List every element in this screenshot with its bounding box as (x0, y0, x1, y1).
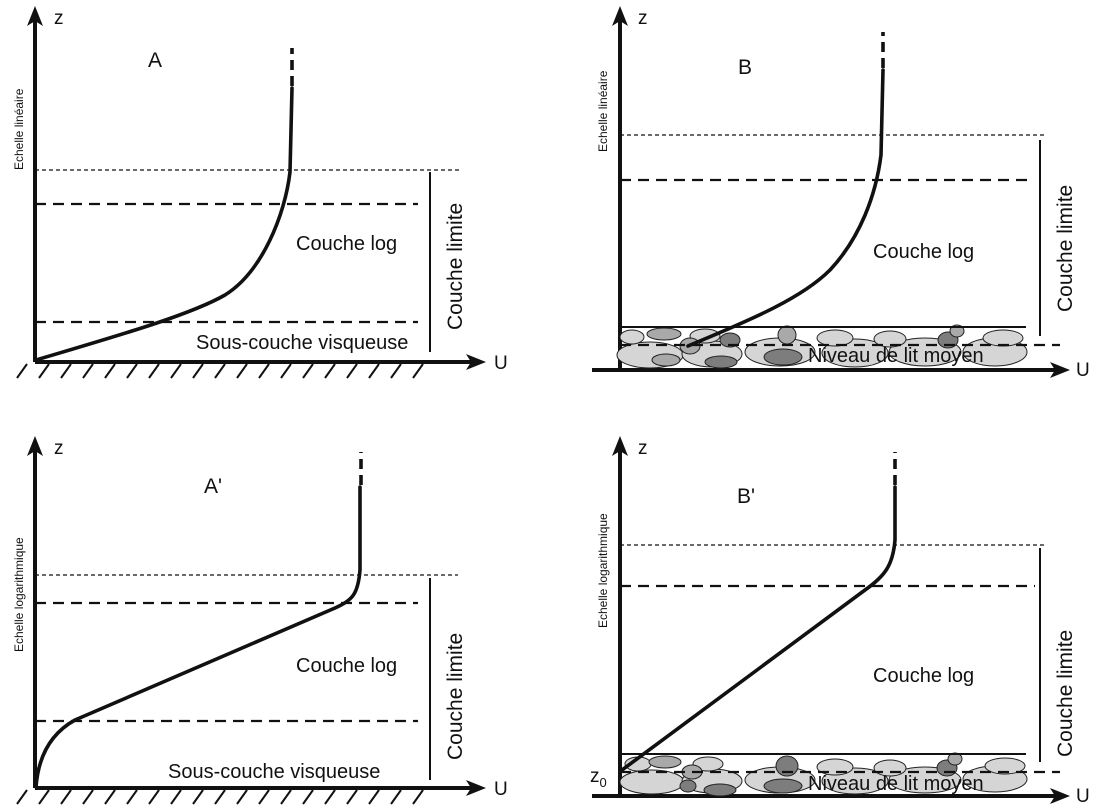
scale-label: Echelle logarithmique (12, 537, 26, 652)
boundary-layer-label: Couche limite (1054, 630, 1077, 757)
velocity-profile-curve (620, 485, 897, 772)
z-axis-label: z (638, 438, 648, 459)
roughness-length-subscript: 0 (600, 775, 607, 790)
z-axis-arrowhead (612, 6, 628, 26)
z-axis-label: z (54, 8, 64, 29)
panel-b: z U B Echelle linéaire Couche log Niveau… (592, 6, 1090, 381)
boundary-layer-label: Couche limite (444, 633, 467, 760)
velocity-profile-curve (34, 485, 362, 789)
panel-letter: B' (737, 485, 755, 508)
z-axis-label: z (638, 8, 648, 29)
boundary-layer-label: Couche limite (1054, 185, 1077, 312)
viscous-sublayer-label: Sous-couche visqueuse (196, 332, 408, 354)
bed-level-label: Niveau de lit moyen (808, 345, 984, 367)
viscous-sublayer-label: Sous-couche visqueuse (168, 761, 380, 783)
velocity-profile-curve (34, 86, 294, 362)
velocity-profile-curve (686, 68, 885, 348)
roughness-length-label: z0 (590, 766, 607, 790)
scale-label: Echelle logarithmique (596, 513, 610, 628)
bed-level-label: Niveau de lit moyen (808, 773, 984, 795)
log-layer-label: Couche log (296, 655, 397, 677)
gravel-bed (619, 752, 1028, 797)
u-axis-arrowhead (1050, 788, 1070, 804)
z-axis-arrowhead (27, 436, 43, 456)
scale-label: Echelle linéaire (596, 70, 610, 152)
log-layer-label: Couche log (873, 241, 974, 263)
u-axis-label: U (1076, 360, 1090, 381)
z-axis-label: z (54, 438, 64, 459)
u-axis-arrowhead (466, 354, 486, 370)
log-layer-label: Couche log (873, 665, 974, 687)
u-axis-arrowhead (466, 780, 486, 796)
u-axis-label: U (494, 779, 508, 800)
panel-letter: A (148, 49, 162, 72)
log-layer-label: Couche log (296, 233, 397, 255)
wall-hatching (16, 363, 424, 379)
panel-a: z U A Echelle linéaire Couche log Sous-c… (12, 6, 508, 379)
panel-b-prime: z U B' Echelle logarithmique Couche log … (590, 436, 1090, 806)
scale-label: Echelle linéaire (12, 88, 26, 170)
z-axis-arrowhead (27, 6, 43, 26)
u-axis-label: U (494, 353, 508, 374)
panel-letter: A' (204, 475, 222, 498)
u-axis-label: U (1076, 786, 1090, 806)
panel-a-prime: z U A' Echelle logarithmique Couche log … (12, 436, 508, 805)
panel-letter: B (738, 56, 752, 79)
z-axis-arrowhead (612, 436, 628, 456)
boundary-layer-label: Couche limite (444, 203, 467, 330)
wall-hatching (16, 789, 424, 805)
roughness-length-base: z (590, 766, 600, 787)
u-axis-arrowhead (1050, 362, 1070, 378)
